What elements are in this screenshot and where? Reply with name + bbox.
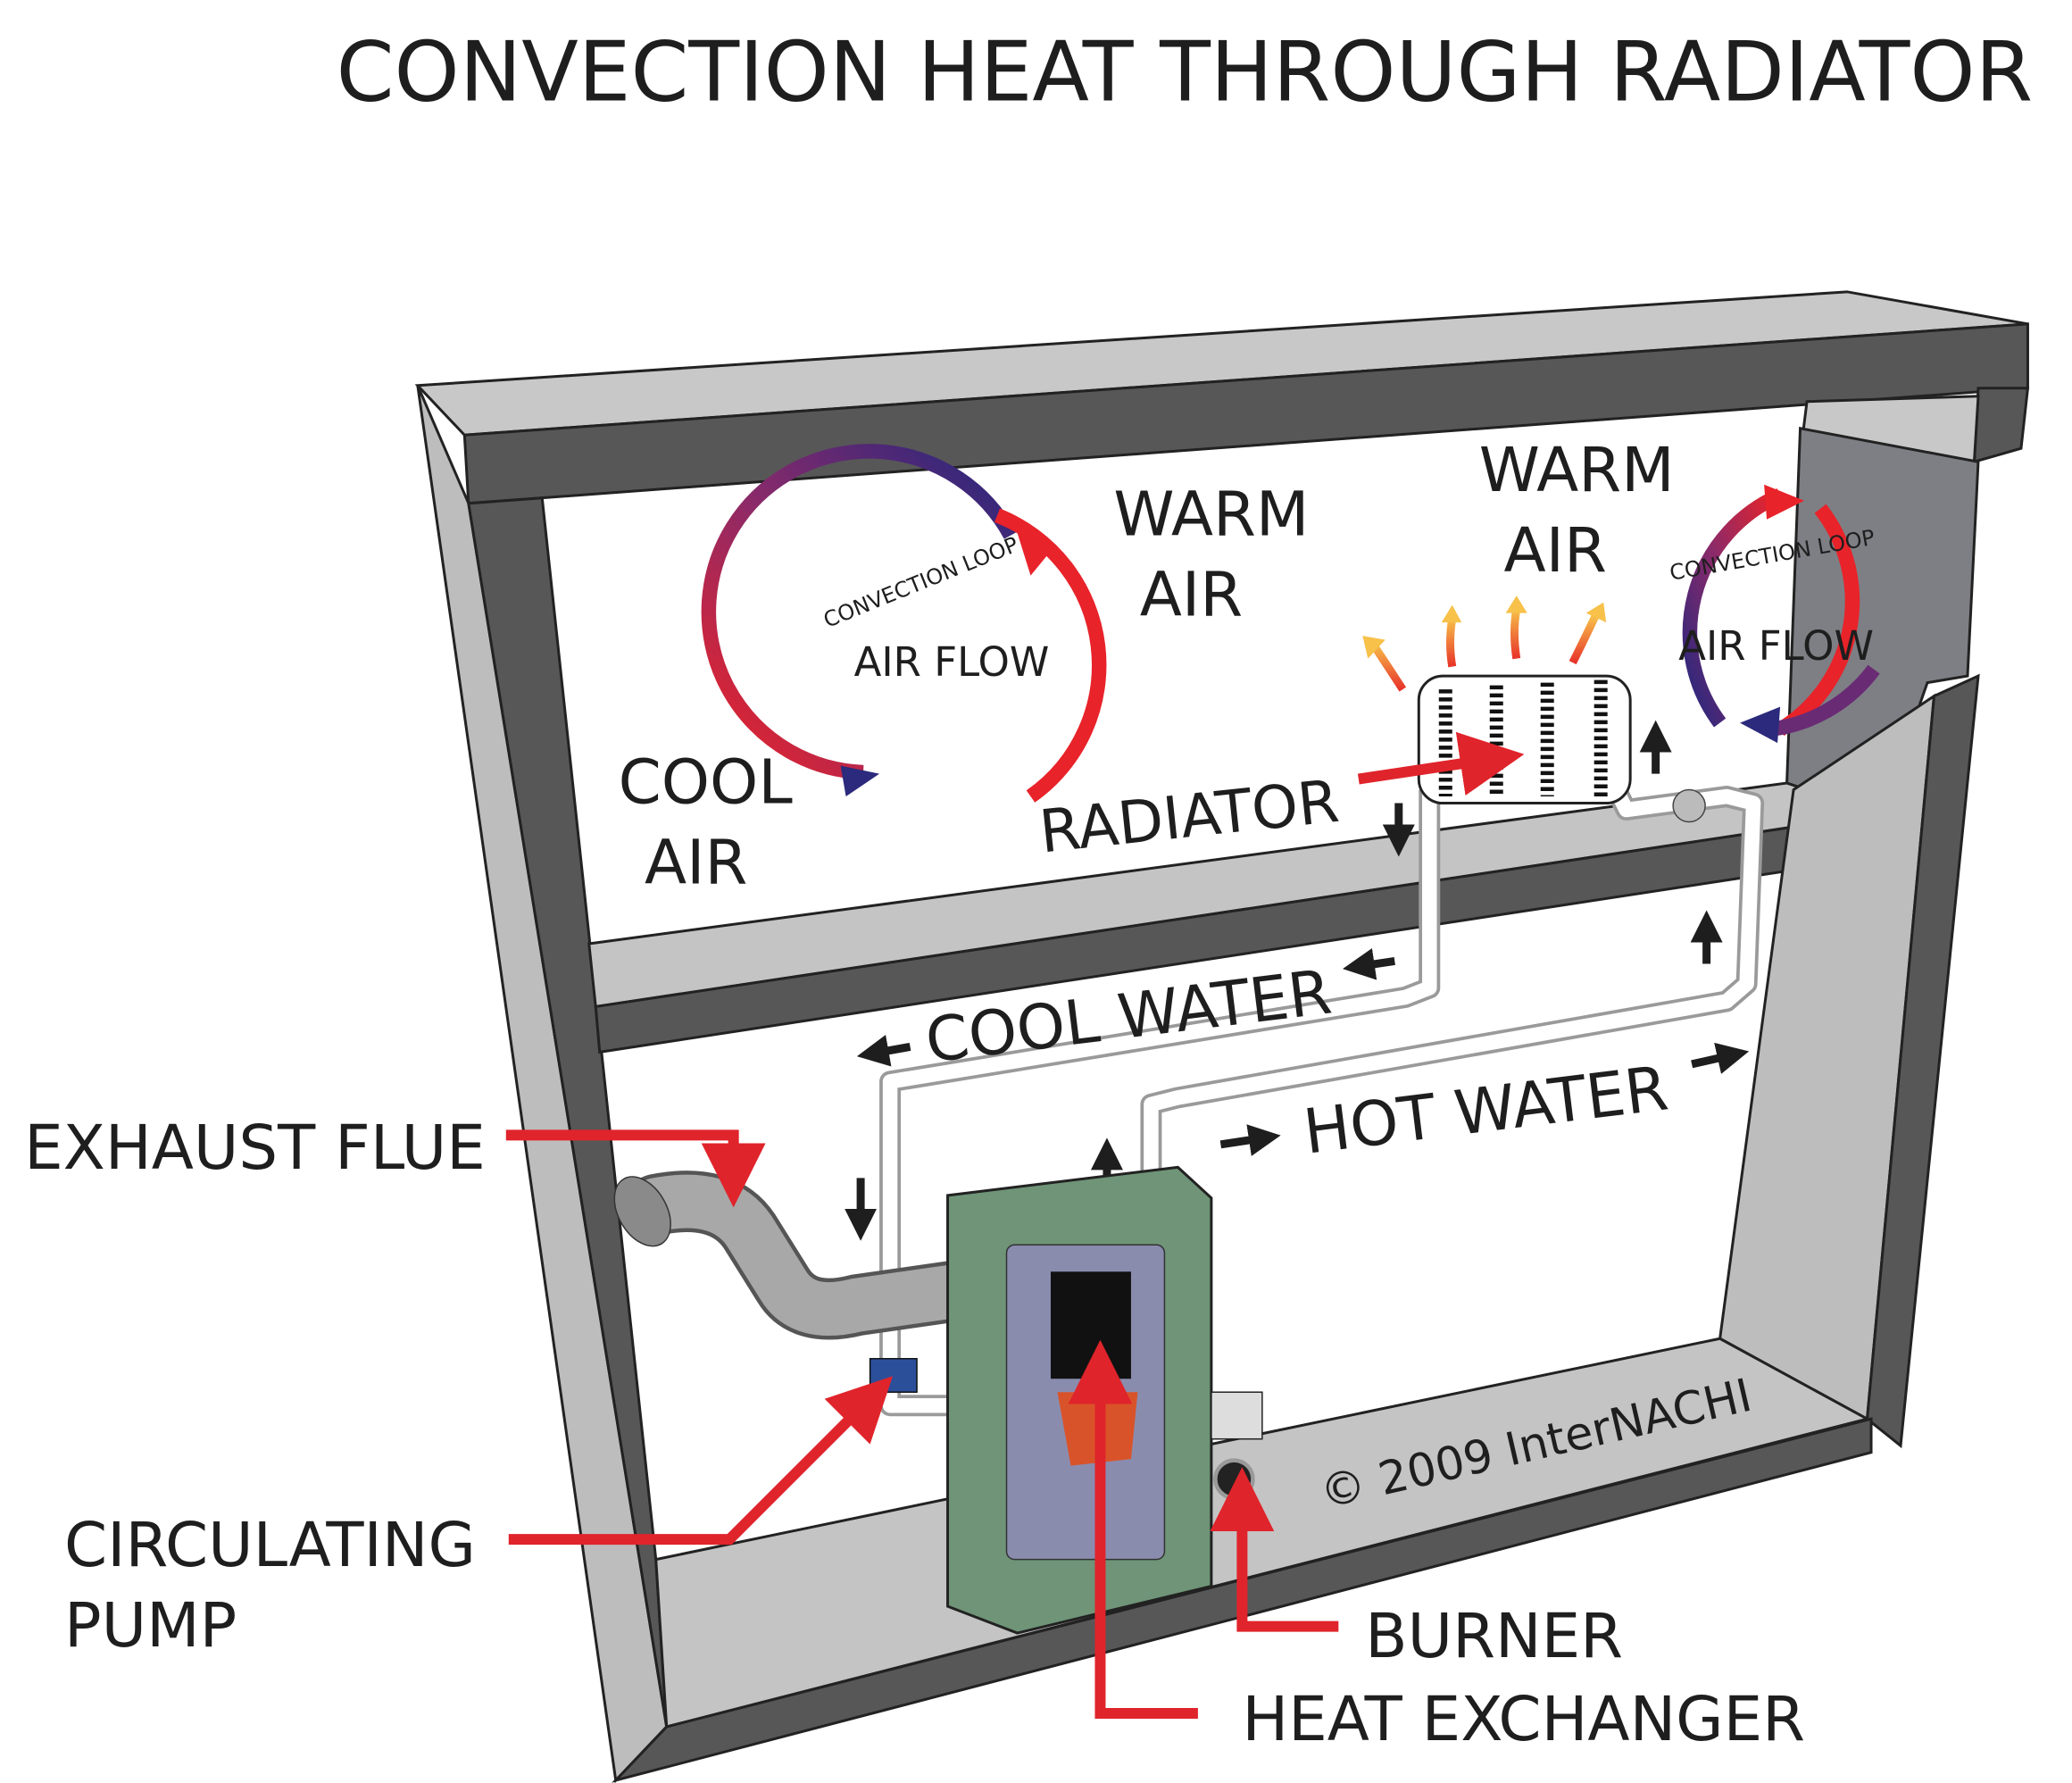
burner-label: BURNER — [1365, 1601, 1623, 1672]
burner-pointer — [1210, 1467, 1339, 1632]
warm-air-right-label: WARM — [1479, 435, 1675, 506]
arrow-left-icon — [856, 1035, 911, 1067]
circulating-pump-label: CIRCULATING — [64, 1510, 476, 1581]
loop-label: AIR FLOW — [854, 638, 1050, 686]
arrow-head-icon — [1764, 484, 1805, 520]
cool-air-label: COOL — [619, 747, 794, 819]
heat-exchanger-coil — [1050, 1271, 1131, 1379]
exhaust-pointer — [505, 1129, 766, 1208]
heat-exchanger-pointer — [1068, 1339, 1198, 1720]
radiator — [1417, 674, 1632, 805]
water-pipes — [879, 778, 1765, 1417]
pump-pointer — [508, 1376, 894, 1546]
arrow-head-icon — [840, 765, 880, 797]
warm-air-left-label-2: AIR — [1140, 560, 1243, 631]
burner-motor-icon — [1213, 1458, 1255, 1500]
loop-arc — [701, 444, 1018, 780]
warm-air-right-label-2: AIR — [1503, 515, 1606, 587]
arrow-left-icon — [1343, 948, 1395, 980]
exhaust-flue — [613, 1171, 982, 1340]
diagram-title: CONVECTION HEAT THROUGH RADIATOR — [337, 23, 2034, 120]
pointer-lines — [505, 731, 1525, 1720]
cool-air-label-2: AIR — [645, 828, 747, 899]
arrow-right-icon — [1691, 1042, 1750, 1074]
loop-label: AIR FLOW — [1678, 622, 1874, 670]
circulating-pump-icon — [869, 1357, 918, 1393]
convection-loop-left: CONVECTION LOOP AIR FLOW — [701, 444, 1107, 803]
loop-arc — [1682, 488, 1784, 728]
heat-exchanger-label: HEAT EXCHANGER — [1242, 1684, 1805, 1755]
valve-icon — [1672, 788, 1706, 823]
arrow-head-icon — [1017, 532, 1055, 576]
arrow-right-icon — [1219, 1124, 1281, 1156]
circulating-pump-label-2: PUMP — [64, 1590, 237, 1662]
exhaust-flue-label: EXHAUST FLUE — [24, 1112, 486, 1184]
warm-air-left-label: WARM — [1113, 479, 1309, 551]
right-wall-front — [1865, 673, 1980, 1449]
arrow-head-icon — [1740, 706, 1781, 744]
radiator-pointer — [1357, 731, 1525, 796]
loop-caption: CONVECTION LOOP — [820, 532, 1021, 633]
heat-rising-arrows — [1362, 596, 1607, 692]
